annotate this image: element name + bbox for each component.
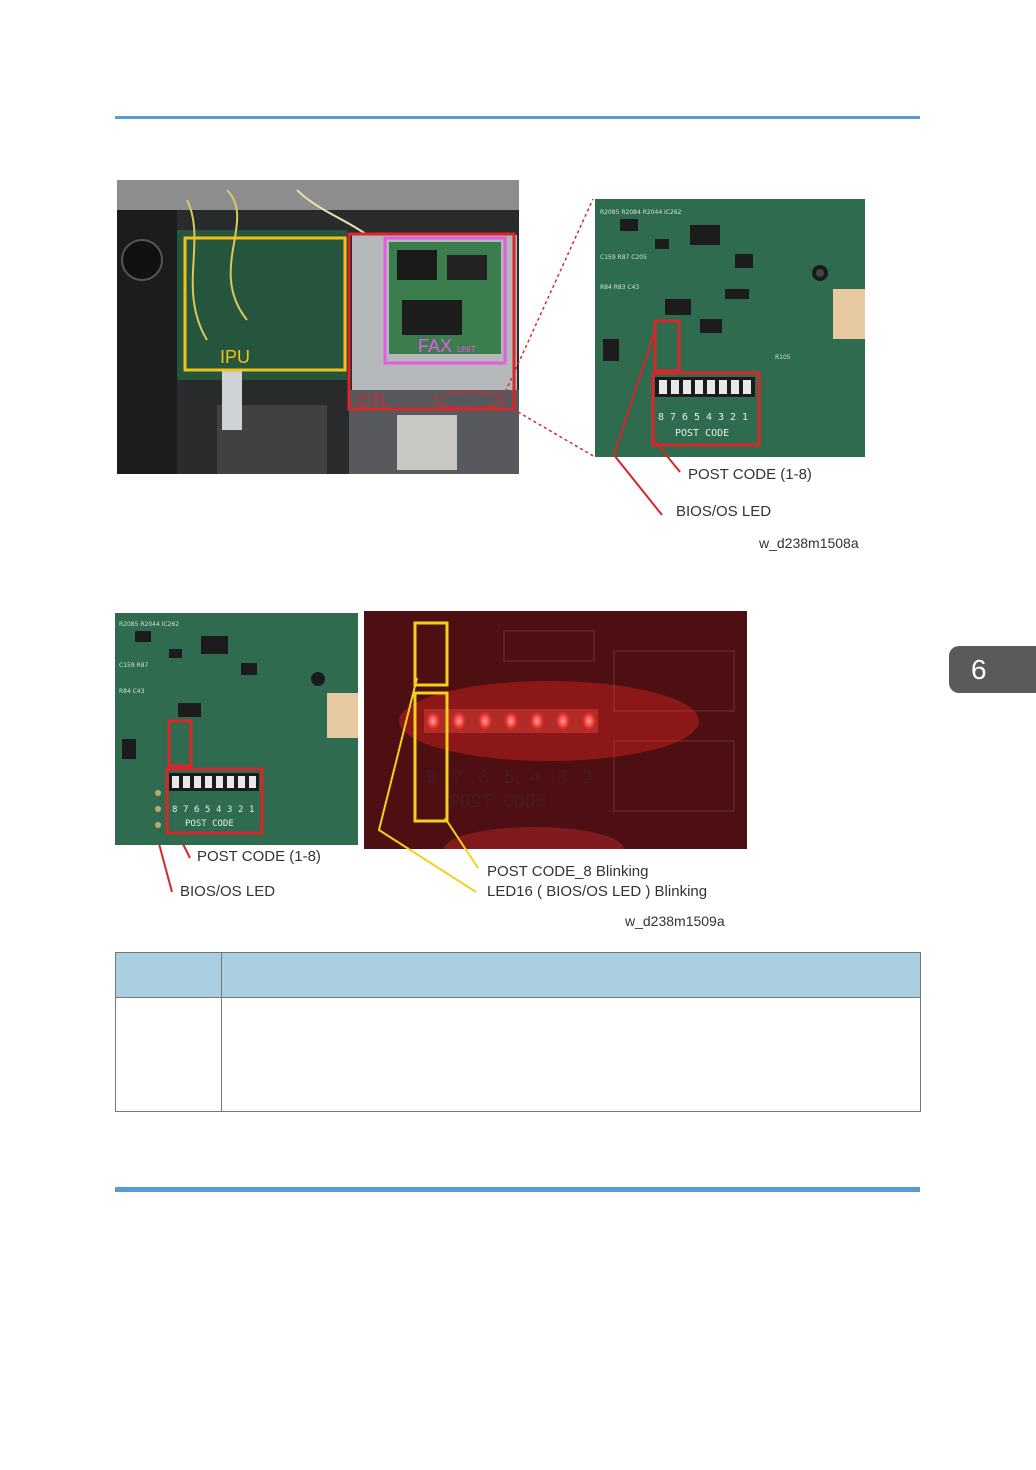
digit-6: 6 (682, 412, 688, 423)
svg-text:R2085 R2084 R2044 IC262: R2085 R2084 R2044 IC262 (600, 209, 682, 216)
lit-digit-2: 2 (582, 767, 593, 788)
board-closeup-photo-2: R2085 R2044 IC262 C159 R87 R84 C43 8 7 6… (115, 613, 358, 845)
ipu-label: IPU (220, 347, 250, 367)
header-rule (115, 116, 920, 119)
figure2-callout-post-code-blinking: POST CODE_8 Blinking (487, 863, 649, 880)
photo2-digit-4: 4 (216, 805, 221, 815)
digit-4: 4 (706, 412, 712, 423)
lit-leds-photo: 8 7 6 5 4 3 2 POST CODE (364, 611, 747, 849)
post-code-print: POST CODE (675, 428, 729, 439)
digit-3: 3 (718, 412, 724, 423)
digit-1: 1 (742, 412, 748, 423)
figure2-callout-bios-led: BIOS/OS LED (180, 883, 276, 900)
machine-interior-photo: IPU FAX UNIT CTL (117, 180, 519, 474)
table-cell (115, 997, 222, 1112)
digit-5: 5 (694, 412, 700, 423)
post-code-led-cells (659, 380, 751, 394)
lit-digit-4: 4 (530, 767, 541, 788)
photo2-digit-8: 8 (172, 805, 177, 815)
lit-digit-5: 5 (504, 767, 515, 788)
photo2-digit-5: 5 (205, 805, 210, 815)
post-code-led-strip (655, 377, 755, 397)
digit-8: 8 (658, 412, 664, 423)
lit-post-code-print: POST CODE (449, 791, 547, 812)
photo2-digit-2: 2 (238, 805, 243, 815)
table-row (115, 997, 921, 1112)
figure1-callout-bios-led: BIOS/OS LED (676, 503, 772, 520)
board-closeup-photo: R2085 R2084 R2044 IC262 C159 R87 C205 R8… (595, 199, 865, 457)
figure2-id: w_d238m1509a (625, 913, 725, 929)
table-cell (221, 997, 921, 1112)
photo2-digit-1: 1 (249, 805, 254, 815)
ipu-outline (183, 236, 347, 372)
chapter-number: 6 (971, 654, 987, 685)
led-area-outline (434, 391, 504, 409)
svg-text:C159 R87: C159 R87 (119, 662, 149, 669)
photo2-digit-6: 6 (194, 805, 199, 815)
figure2-callout-led16-blinking: LED16 ( BIOS/OS LED ) Blinking (487, 883, 708, 900)
svg-text:R84 R83 C43: R84 R83 C43 (600, 284, 639, 291)
lit-digit-6: 6 (478, 767, 489, 788)
svg-text:C159 R87 C205: C159 R87 C205 (600, 254, 647, 261)
chapter-tab: 6 (949, 646, 1036, 693)
digit-2: 2 (730, 412, 736, 423)
svg-text:R84 C43: R84 C43 (119, 688, 145, 695)
figure1-callout-post-code: POST CODE (1-8) (688, 466, 812, 483)
svg-text:R105: R105 (775, 354, 791, 361)
info-table (115, 952, 921, 1112)
lit-digit-7: 7 (452, 767, 463, 788)
photo2-digit-3: 3 (227, 805, 232, 815)
photo2-post-code-print: POST CODE (185, 819, 234, 829)
figure1-id: w_d238m1508a (759, 535, 859, 551)
footer-rule (115, 1187, 920, 1192)
svg-text:R2085 R2044 IC262: R2085 R2044 IC262 (119, 621, 179, 628)
table-header-cell (115, 952, 222, 998)
lit-digit-8: 8 (426, 767, 437, 788)
figure2-callout-post-code: POST CODE (1-8) (197, 848, 321, 865)
ctl-label: CTL (358, 391, 390, 410)
fax-label: FAX (418, 336, 452, 356)
lit-led-row (424, 709, 598, 733)
table-header-row (115, 952, 921, 998)
fax-small-label: UNIT (457, 345, 476, 354)
table-header-cell (221, 952, 921, 998)
lit-digit-3: 3 (556, 767, 567, 788)
digit-7: 7 (670, 412, 676, 423)
photo2-digit-7: 7 (183, 805, 188, 815)
